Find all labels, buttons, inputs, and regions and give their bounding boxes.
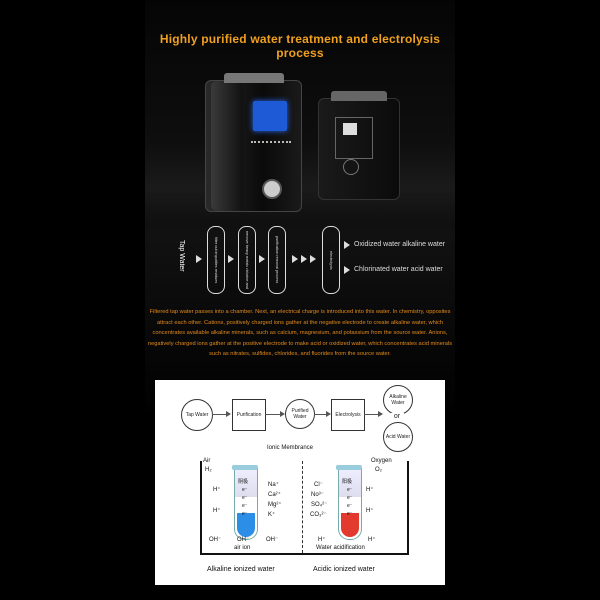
flow-stage-1-label: filter out impurities residues	[214, 236, 218, 284]
left-bottom-ion-3: OH⁻	[266, 537, 279, 543]
left-bottom-ion-2: OH⁻	[237, 537, 250, 543]
flow-stage-1: filter out impurities residues	[207, 226, 225, 294]
left-bottom-caption: air ion	[234, 545, 251, 551]
device-faucet-knob	[262, 179, 282, 199]
flow-output-arrow-1	[344, 241, 350, 249]
anode-electron-3: e⁻	[347, 503, 353, 509]
diagram-node-alkaline-water: Alkaline Water	[383, 385, 413, 415]
flow-stage-3-label: purification removal process	[275, 236, 279, 284]
cathode-electron-2: e⁻	[242, 495, 248, 501]
device-back-label	[343, 123, 357, 135]
flow-output-1: Oxidized water alkaline water	[354, 241, 446, 248]
ionic-membrane-line	[302, 461, 303, 553]
diagram-node-tap-water: Tap Water	[181, 399, 213, 431]
diagram-arrowhead-4	[378, 411, 383, 417]
page-title: Highly purified water treatment and elec…	[159, 32, 441, 60]
flow-arrow-3	[259, 255, 265, 263]
device-display-screen	[253, 101, 287, 131]
diagram-node-purified-water: Purified Water	[285, 399, 315, 429]
acidic-result-label: Acidic ionized water	[313, 566, 375, 573]
right-h-mark-2: H⁺	[366, 508, 374, 514]
left-ion-2: Ca²⁺	[268, 492, 281, 498]
diagram-node-electrolysis: Electrolysis	[331, 399, 365, 431]
cathode-electron-3: e⁻	[242, 503, 248, 509]
right-ion-3: SO₄²⁻	[311, 502, 328, 508]
anode-fill	[341, 513, 359, 537]
left-gas-formula: H₂	[205, 467, 212, 473]
device-buttons	[251, 141, 291, 147]
flow-arrow-4c	[310, 255, 316, 263]
device-top-cap	[224, 73, 284, 83]
flow-output-2: Chlorinated water acid water	[354, 266, 443, 273]
device-back-top-cap	[331, 91, 387, 101]
diagram-arrowhead-3	[326, 411, 331, 417]
left-ion-1: Na⁺	[268, 482, 279, 488]
process-description: Filtered tap water passes into a chamber…	[147, 309, 453, 357]
electrolysis-tank	[200, 461, 409, 555]
device-side-panel	[211, 81, 243, 211]
flow-arrow-2	[228, 255, 234, 263]
flow-stage-2: remove heavy metals chlorine and polluta…	[238, 226, 256, 294]
left-ion-3: Mg²⁺	[268, 502, 282, 508]
diagram-arrow-3	[314, 414, 327, 415]
right-gas-formula: O₂	[375, 467, 382, 473]
right-h-mark-1: H⁺	[366, 487, 374, 493]
left-gas-label: Air	[203, 458, 211, 464]
diagram-node-purification: Purification	[232, 399, 266, 431]
alkaline-result-label: Alkaline ionized water	[207, 566, 275, 573]
cathode-electron-4: e⁻	[242, 511, 248, 517]
flow-stage-2-label: remove heavy metals chlorine and polluta…	[245, 231, 249, 289]
right-ion-4: CO₃²⁻	[310, 512, 327, 518]
device-back-plate	[335, 117, 373, 159]
device-back-port	[343, 159, 359, 175]
water-ionizer-back-image	[318, 91, 400, 200]
flow-stage-4-label: electrolysis	[329, 250, 333, 270]
anode-label: 阳极	[342, 479, 353, 485]
right-gas-label: Oxygen	[371, 458, 392, 464]
diagram-arrow-1	[212, 414, 227, 415]
left-ion-4: K⁺	[268, 512, 276, 518]
cathode-tube	[232, 465, 258, 540]
diagram-arrowhead-1	[226, 411, 231, 417]
diagram-node-acid-water: Acid Water	[383, 422, 413, 452]
left-h-mark-2: H⁺	[213, 508, 221, 514]
flow-arrow-4b	[301, 255, 307, 263]
cathode-fill	[237, 513, 255, 537]
right-bottom-ion-2: H⁺	[368, 537, 376, 543]
flow-stage-3: purification removal process	[268, 226, 286, 294]
left-bottom-ion-1: OH⁻	[209, 537, 222, 543]
anode-electron-2: e⁻	[347, 495, 353, 501]
diagram-arrowhead-2	[280, 411, 285, 417]
cathode-label: 阴极	[238, 479, 249, 485]
flow-stage-4: electrolysis	[322, 226, 340, 294]
flow-output-arrow-2	[344, 266, 350, 274]
water-ionizer-front-image	[205, 73, 302, 212]
anode-electron-4: e⁻	[347, 511, 353, 517]
right-bottom-caption: Water acidification	[316, 545, 365, 551]
cathode-electron-1: e⁻	[242, 487, 248, 493]
right-ion-1: Cl⁻	[314, 482, 323, 488]
diagram-or-label: or	[390, 413, 404, 420]
anode-tube	[336, 465, 362, 540]
flow-input-label: Tap Water	[178, 240, 185, 272]
right-ion-2: No³⁻	[311, 492, 324, 498]
flow-arrow-4a	[292, 255, 298, 263]
cathode-tube-cap	[232, 465, 258, 470]
flow-arrow-1	[196, 255, 202, 263]
anode-tube-cap	[336, 465, 362, 470]
left-h-mark-1: H⁺	[213, 487, 221, 493]
right-bottom-ion-1: H⁺	[318, 537, 326, 543]
diagram-arrow-4	[364, 414, 379, 415]
membrane-label: Ionic Membrance	[267, 445, 314, 451]
anode-electron-1: e⁻	[347, 487, 353, 493]
diagram-arrow-2	[265, 414, 281, 415]
